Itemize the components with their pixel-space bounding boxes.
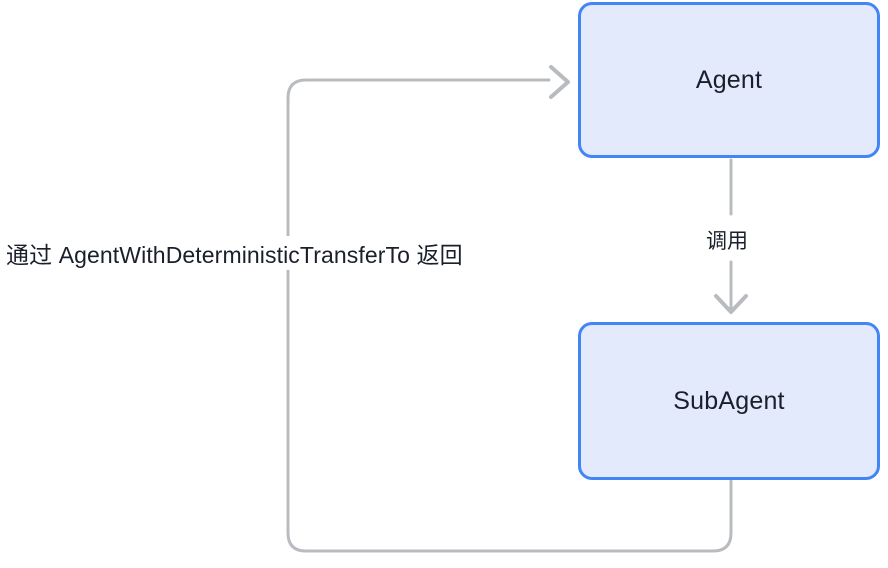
node-subagent-label: SubAgent: [673, 386, 785, 415]
node-agent-label: Agent: [695, 65, 763, 94]
edge-label-invoke: 调用: [700, 225, 754, 255]
node-agent[interactable]: Agent: [578, 2, 880, 158]
node-subagent[interactable]: SubAgent: [578, 322, 880, 480]
arrowhead-into-subagent-icon: [714, 294, 748, 314]
edge-label-return: 通过 AgentWithDeterministicTransferTo 返回: [0, 236, 469, 270]
arrowhead-into-agent-icon: [549, 65, 570, 99]
edge-subagent-to-agent-path: [286, 78, 733, 553]
